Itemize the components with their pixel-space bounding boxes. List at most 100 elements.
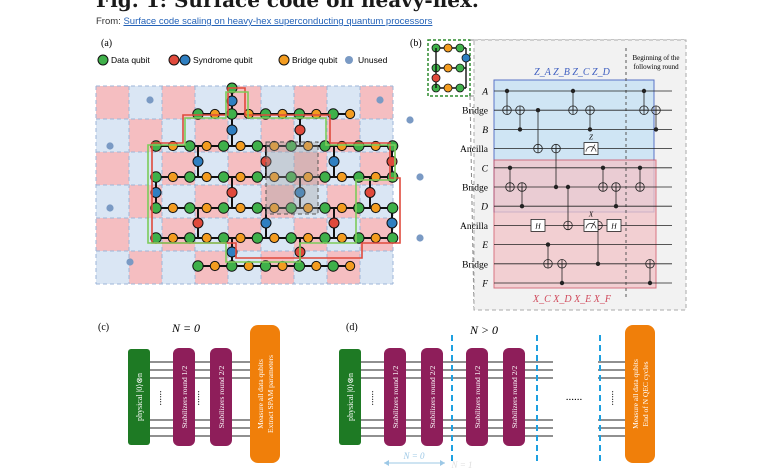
unused-qubit (106, 142, 114, 150)
measure-gate (583, 218, 599, 232)
unused-qubit (416, 234, 424, 242)
cnot-control (613, 204, 619, 209)
legend-syndrome-red-marker (168, 54, 180, 66)
bridge-qubit (201, 202, 212, 214)
bridge-qubit (235, 140, 246, 152)
d-round4-text: Stabilizers round 2/2 (510, 366, 519, 429)
cnot-control (565, 184, 571, 190)
syndrome-qubit (226, 95, 238, 107)
cnot-control (600, 165, 606, 170)
measure-basis: Z (589, 134, 593, 142)
circuit-row-label: Ancilla (460, 145, 489, 155)
unused-qubit (406, 116, 414, 124)
data-qubit (192, 108, 204, 120)
thumb-bridge (443, 83, 453, 93)
data-qubit (319, 232, 331, 244)
panel-d-wire-ellipsis-2: ...... (609, 391, 620, 406)
c-init-box (128, 349, 150, 445)
bridge-qubit (303, 232, 314, 244)
c-measure-line1: Measure all data qubits (256, 359, 265, 429)
bridge-qubit (167, 202, 178, 214)
circuit-row-label: Bridge (462, 107, 488, 117)
bridge-qubit (370, 202, 381, 214)
bridge-qubit (345, 108, 356, 120)
syndrome-qubit (294, 124, 306, 136)
data-qubit (251, 171, 264, 183)
circuit-row-label: Bridge (462, 260, 488, 270)
tile (96, 86, 129, 119)
tile (360, 185, 393, 218)
thumb-bridge (443, 63, 453, 73)
data-qubit (386, 202, 399, 214)
panel-c-wires (138, 361, 262, 437)
bridge-qubit (269, 232, 280, 244)
bridge-qubit (269, 140, 280, 152)
d-round3-box (466, 348, 488, 446)
x-stabilizer-region (493, 159, 657, 289)
tile (360, 251, 393, 284)
gate-label: H (534, 221, 541, 230)
bridge-qubit (235, 232, 246, 244)
data-qubit (353, 202, 365, 214)
data-qubit (353, 232, 365, 244)
qubit-lattice (106, 82, 424, 272)
data-qubit (285, 171, 297, 183)
d-init-box (339, 349, 361, 445)
syndrome-qubit (364, 187, 376, 198)
data-qubit (226, 260, 238, 272)
from-prefix: From: (96, 16, 121, 27)
cnot-control (647, 280, 653, 286)
thumb-data (455, 63, 465, 73)
bridge-qubit (201, 140, 212, 152)
tile (96, 218, 129, 251)
syndrome-qubit (328, 156, 340, 167)
d-round3-text: Stabilizers round 1/2 (473, 366, 482, 429)
data-qubit (192, 260, 204, 272)
legend-syndrome-blue-marker (179, 54, 191, 66)
legend-syndrome-label: Syndrome qubit (193, 55, 253, 65)
note-line2: following round (633, 63, 679, 71)
tile (162, 251, 195, 284)
panel-c-heading: N = 0 (171, 321, 200, 335)
syndrome-qubit (294, 187, 306, 198)
measure-gate (583, 142, 599, 156)
panel-a-label: (a) (101, 38, 112, 49)
bridge-qubit (311, 260, 322, 272)
syndrome-qubit (328, 217, 340, 229)
unused-qubit (126, 258, 134, 266)
data-qubit (251, 232, 264, 244)
data-qubit (184, 232, 196, 244)
data-qubit (150, 202, 162, 214)
syndrome-qubit (226, 187, 238, 198)
bridge-qubit (167, 171, 178, 183)
data-qubit (319, 140, 331, 152)
gate-box (530, 218, 546, 232)
bridge-qubit (201, 171, 212, 183)
tile (96, 152, 129, 185)
source-link[interactable]: Surface code scaling on heavy-hex superc… (123, 16, 433, 27)
data-qubit (217, 140, 230, 152)
circuit: ABridgeBAncillaCBridgeDAncillaEBridgeFZH… (460, 88, 672, 290)
d-round4-box (503, 348, 525, 446)
cnot-control (641, 88, 647, 94)
panel-c-wire-ellipsis: ...... (157, 391, 168, 406)
circuit-row-label: A (481, 88, 488, 98)
d-round2-text: Stabilizers round 2/2 (428, 366, 437, 429)
cnot-control (517, 127, 523, 132)
d-round1-text: Stabilizers round 1/2 (391, 366, 400, 429)
data-qubit (285, 232, 297, 244)
legend-bridge-label: Bridge qubit (292, 55, 338, 65)
panel-c-label: (c) (98, 322, 109, 333)
data-qubit (184, 140, 196, 152)
data-qubit (285, 202, 297, 214)
syndrome-qubit (260, 217, 272, 229)
highlight-cell (265, 141, 319, 215)
n0-label: N = 0 (402, 451, 425, 461)
d-init-text: physical |0⟩⊗n (346, 373, 355, 421)
bridge-qubit (345, 260, 356, 272)
syndrome-qubit (192, 217, 204, 229)
bridge-qubit (269, 171, 280, 183)
data-qubit (217, 232, 230, 244)
tile (129, 86, 162, 119)
panel-d-heading: N > 0 (469, 323, 498, 337)
